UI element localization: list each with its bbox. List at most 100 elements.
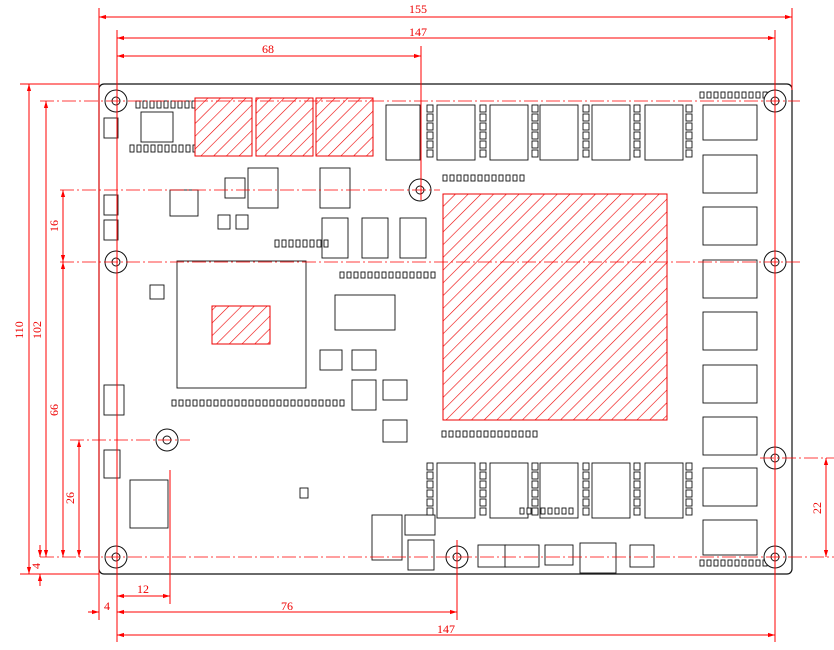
passive-component	[713, 91, 719, 99]
passive-component	[423, 271, 429, 279]
passive-component	[262, 399, 268, 407]
passive-component	[290, 399, 296, 407]
soc-die-keepout	[211, 305, 271, 345]
passive-component	[531, 498, 539, 507]
passive-component	[531, 140, 539, 149]
dim-16: 16	[47, 220, 61, 232]
passive-component	[178, 399, 184, 407]
passive-component	[479, 489, 487, 498]
passive-component	[713, 559, 719, 567]
passive-component	[633, 113, 641, 122]
passive-component	[483, 430, 489, 438]
component-footprint	[591, 462, 631, 519]
passive-component	[269, 399, 275, 407]
component-footprint	[140, 111, 174, 143]
passive-component	[456, 174, 462, 182]
passive-component	[241, 399, 247, 407]
passive-component	[311, 399, 317, 407]
passive-component	[274, 239, 280, 248]
passive-component	[462, 430, 468, 438]
passive-component	[531, 489, 539, 498]
dim-76: 76	[281, 599, 293, 613]
passive-component	[470, 174, 476, 182]
dim-4-horizontal: 4	[104, 599, 110, 613]
passive-component	[633, 104, 641, 113]
passive-component	[633, 131, 641, 140]
passive-component	[582, 489, 590, 498]
passive-component	[685, 507, 693, 516]
passive-component	[463, 174, 469, 182]
passive-component	[706, 91, 712, 99]
passive-component	[129, 144, 135, 153]
passive-component	[426, 149, 434, 158]
passive-component	[409, 271, 415, 279]
component-footprint	[579, 542, 617, 574]
passive-component	[255, 399, 261, 407]
passive-component	[309, 239, 315, 248]
component-footprint	[539, 104, 579, 161]
passive-component	[699, 91, 705, 99]
passive-component	[426, 507, 434, 516]
passive-component	[540, 507, 546, 515]
passive-component	[498, 174, 504, 182]
passive-component	[213, 399, 219, 407]
passive-component	[633, 480, 641, 489]
passive-component	[685, 149, 693, 158]
passive-component	[381, 271, 387, 279]
passive-component	[497, 430, 503, 438]
component-footprint	[224, 177, 246, 199]
component-footprint	[382, 379, 408, 401]
passive-component	[339, 271, 345, 279]
passive-component	[288, 239, 294, 248]
passive-component	[633, 489, 641, 498]
component-footprint	[319, 167, 351, 209]
passive-component	[685, 462, 693, 471]
passive-component	[476, 430, 482, 438]
passive-component	[479, 480, 487, 489]
passive-component	[199, 399, 205, 407]
passive-component	[164, 144, 170, 153]
passive-component	[177, 100, 183, 109]
passive-component	[135, 100, 141, 109]
passive-component	[748, 559, 754, 567]
passive-component	[220, 399, 226, 407]
passive-component	[526, 507, 532, 515]
passive-component	[227, 399, 233, 407]
passive-component	[727, 91, 733, 99]
passive-component	[512, 174, 518, 182]
passive-component	[741, 91, 747, 99]
component-footprint	[702, 467, 758, 507]
dim-147-top: 147	[409, 25, 427, 39]
dim-22: 22	[810, 502, 824, 514]
passive-component	[234, 399, 240, 407]
component-footprint	[321, 217, 349, 259]
passive-component	[426, 471, 434, 480]
passive-component	[281, 239, 287, 248]
passive-component	[531, 507, 539, 516]
passive-component	[302, 239, 308, 248]
component-footprint	[702, 154, 758, 194]
passive-component	[339, 399, 345, 407]
passive-component	[734, 91, 740, 99]
passive-component	[295, 239, 301, 248]
passive-component	[469, 430, 475, 438]
passive-component	[402, 271, 408, 279]
passive-component	[248, 399, 254, 407]
hatched-keepout-zones	[176, 97, 668, 421]
passive-component	[504, 430, 510, 438]
dim-110: 110	[12, 321, 26, 339]
passive-component	[150, 144, 156, 153]
passive-component	[479, 149, 487, 158]
passive-component	[734, 559, 740, 567]
passive-component	[426, 489, 434, 498]
passive-component	[156, 100, 162, 109]
component-footprint	[334, 294, 396, 331]
passive-component	[416, 271, 422, 279]
passive-component	[582, 507, 590, 516]
passive-component	[531, 131, 539, 140]
component-footprint	[382, 419, 408, 443]
passive-component	[430, 271, 436, 279]
passive-component	[163, 100, 169, 109]
passive-component	[479, 471, 487, 480]
dim-155: 155	[409, 2, 427, 16]
